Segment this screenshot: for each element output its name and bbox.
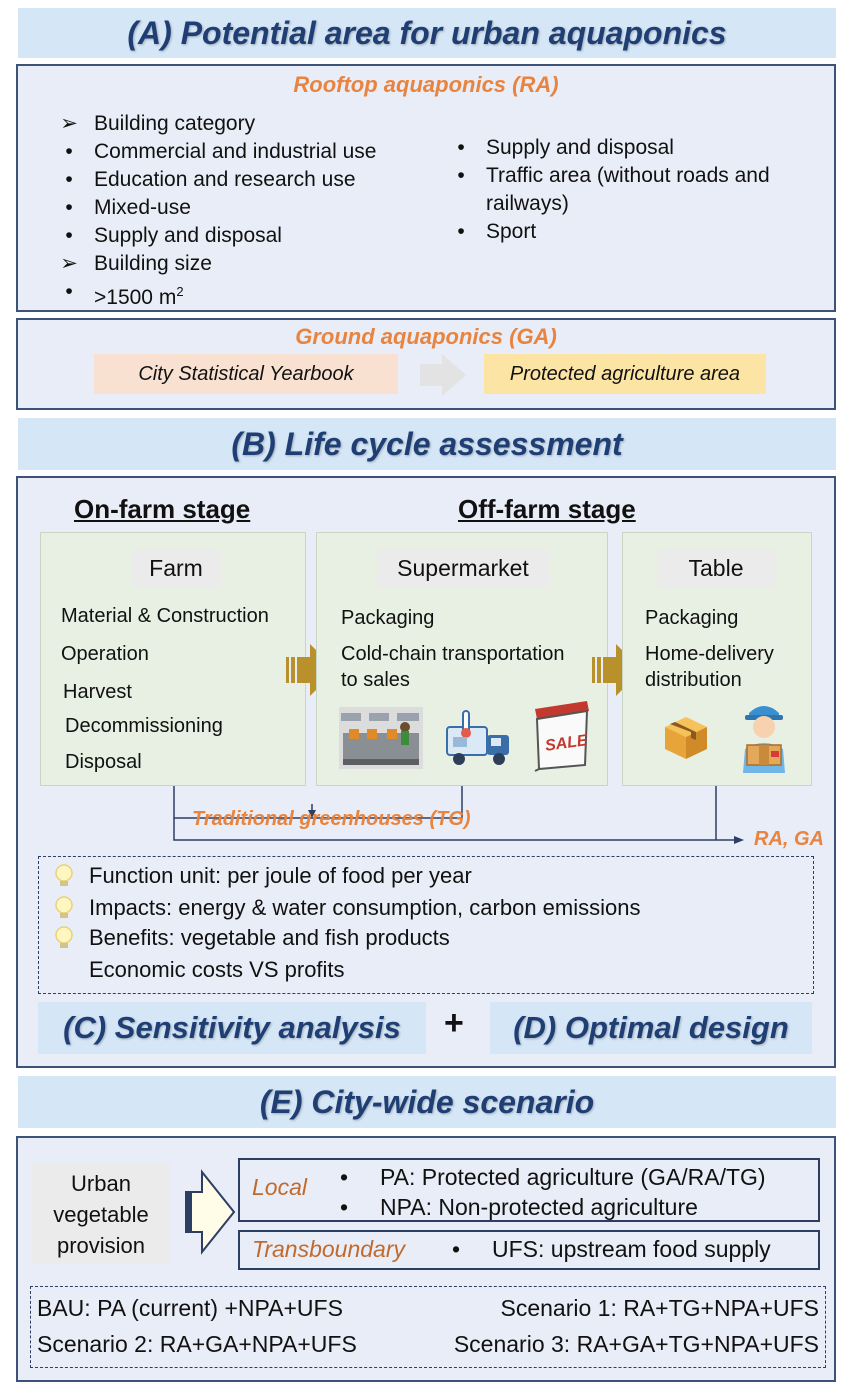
urban-vegetable-provision-box: Urban vegetable provision: [32, 1164, 170, 1264]
sale-sign-icon: SALE: [534, 701, 590, 772]
cold-chain-truck-icon: [446, 710, 509, 765]
scenario-3: Scenario 3: RA+GA+TG+NPA+UFS: [453, 1331, 819, 1357]
transboundary-bullet: •: [452, 1236, 461, 1262]
list-item: •Education and research use: [65, 168, 356, 191]
gold-arrow-icon: [286, 644, 336, 696]
list-item: •Mixed-use: [65, 196, 191, 219]
transboundary-label: Transboundary: [252, 1236, 405, 1262]
lightbulb-icon: [53, 863, 75, 889]
list-item: •Supply and disposal: [65, 224, 282, 247]
local-box: Local • PA: Protected agriculture (GA/RA…: [238, 1158, 820, 1222]
rooftop-aquaponics-panel: Rooftop aquaponics (RA) ➢Building catego…: [16, 64, 836, 312]
table-item: Home-delivery: [645, 643, 774, 665]
supermarket-item: Packaging: [341, 607, 435, 629]
section-e-header: (E) City-wide scenario: [18, 1076, 836, 1128]
city-yearbook-box: City Statistical Yearbook: [94, 354, 398, 394]
gold-arrow-icon: [592, 644, 642, 696]
ground-aquaponics-panel: Ground aquaponics (GA) City Statistical …: [16, 318, 836, 410]
optimal-design-label: (D) Optimal design: [490, 1002, 812, 1054]
factory-icon: [339, 707, 423, 769]
rooftop-right-list: •Supply and disposal •Traffic area (with…: [446, 134, 836, 246]
gray-arrow-icon: [420, 354, 466, 396]
scenario-bau: BAU: PA (current) +NPA+UFS: [37, 1295, 343, 1321]
lca-notes-box: Function unit: per joule of food per yea…: [38, 856, 814, 994]
note-text: Economic costs VS profits: [89, 957, 345, 982]
supermarket-item: to sales: [341, 669, 410, 691]
outline-arrow-icon: [185, 1169, 236, 1255]
local-item-text: PA: Protected agriculture (GA/RA/TG): [380, 1164, 766, 1190]
farm-item: Disposal: [65, 751, 142, 773]
tg-label: Traditional greenhouses (TG): [192, 808, 471, 830]
sale-sign-text: SALE: [544, 732, 590, 755]
list-item: •>1500 m2: [65, 280, 184, 309]
farm-item: Material & Construction: [61, 605, 269, 627]
lca-panel: On-farm stage Off-farm stage Farm Materi…: [16, 476, 836, 1068]
delivery-person-icon: [743, 706, 785, 773]
list-item: •Supply and disposal: [457, 136, 674, 159]
protected-area-box: Protected agriculture area: [484, 354, 766, 394]
table-box: Table Packaging Home-delivery distributi…: [622, 532, 812, 786]
farm-item: Operation: [61, 643, 149, 665]
local-item: •: [340, 1164, 349, 1190]
scenario-panel: Urban vegetable provision Local • PA: Pr…: [16, 1136, 836, 1382]
section-b-header: (B) Life cycle assessment: [18, 418, 836, 470]
rooftop-title: Rooftop aquaponics (RA): [293, 72, 559, 97]
supermarket-item: Cold-chain transportation: [341, 643, 565, 665]
list-item: •Commercial and industrial use: [65, 140, 377, 163]
scenario-1: Scenario 1: RA+TG+NPA+UFS: [500, 1295, 819, 1321]
list-item: ➢Building size: [60, 252, 212, 275]
lightbulb-icon: [53, 925, 75, 951]
local-item-text: NPA: Non-protected agriculture: [380, 1194, 698, 1220]
ra-ga-label: RA, GA: [754, 828, 824, 850]
section-a-header: (A) Potential area for urban aquaponics: [18, 8, 836, 58]
local-label: Local: [252, 1174, 307, 1200]
off-farm-stage-label: Off-farm stage: [458, 494, 636, 524]
sensitivity-analysis-label: (C) Sensitivity analysis: [38, 1002, 426, 1054]
package-box-icon: [665, 717, 707, 759]
rooftop-left-list: ➢Building category •Commercial and indus…: [54, 110, 454, 312]
farm-item: Harvest: [63, 681, 132, 703]
note-text: Impacts: energy & water consumption, car…: [89, 895, 641, 920]
transboundary-box: Transboundary • UFS: upstream food suppl…: [238, 1230, 820, 1270]
transboundary-item-text: UFS: upstream food supply: [492, 1236, 771, 1262]
note-text: Benefits: vegetable and fish products: [89, 925, 450, 950]
superscript-two: 2: [176, 284, 184, 299]
table-item: Packaging: [645, 607, 739, 629]
on-farm-stage-label: On-farm stage: [74, 494, 251, 524]
scenarios-box: BAU: PA (current) +NPA+UFS Scenario 1: R…: [30, 1286, 826, 1368]
plus-sign: +: [444, 1004, 464, 1042]
local-item: •: [340, 1194, 349, 1220]
list-item: ➢Building category: [60, 112, 256, 135]
farm-head: Farm: [131, 549, 221, 587]
list-item: •Traffic area (without roads and: [457, 164, 770, 187]
table-head: Table: [657, 549, 775, 587]
scenario-2: Scenario 2: RA+GA+NPA+UFS: [37, 1331, 357, 1357]
note-text: Function unit: per joule of food per yea…: [89, 863, 472, 888]
table-item: distribution: [645, 669, 742, 691]
lca-connector-lines: [173, 786, 744, 844]
list-item: railways): [486, 192, 569, 215]
supermarket-box: Supermarket Packaging Cold-chain transpo…: [316, 532, 608, 786]
supermarket-head: Supermarket: [377, 549, 549, 587]
farm-item: Decommissioning: [65, 715, 223, 737]
lightbulb-icon: [53, 895, 75, 921]
farm-box: Farm Material & Construction Operation H…: [40, 532, 306, 786]
ground-title: Ground aquaponics (GA): [295, 324, 557, 349]
list-item: •Sport: [457, 220, 537, 243]
